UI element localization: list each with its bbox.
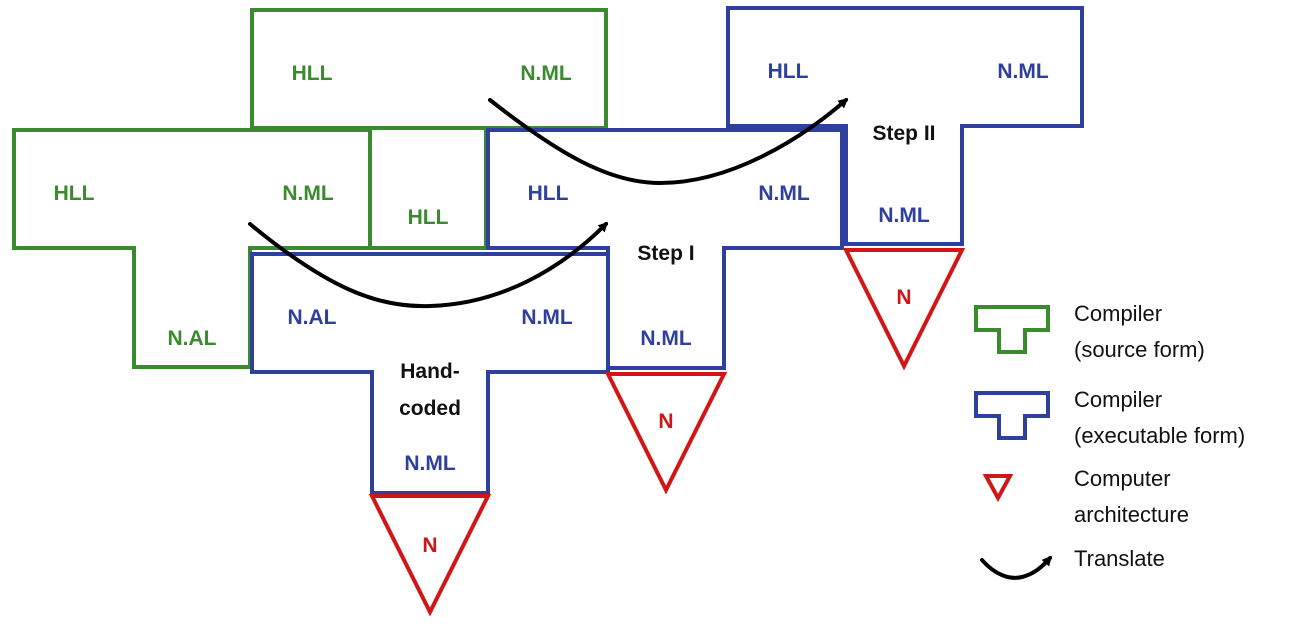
step1-machine-label: N: [658, 410, 673, 433]
handcoded-machine-triangle: [368, 494, 492, 617]
step1-compiler-outline: [486, 128, 844, 370]
step1-hll-label: HLL: [528, 182, 569, 205]
translate-arrow-step2: [488, 98, 849, 186]
step2-caption: Step II: [872, 122, 935, 145]
legend-computer-line2: architecture: [1074, 502, 1189, 527]
source-left-nml-label: N.ML: [282, 182, 333, 205]
handcoded-nml-label: N.ML: [521, 306, 572, 329]
handcoded-compiler: N.AL N.ML N.ML Hand- coded: [250, 252, 610, 495]
handcoded-nal-label: N.AL: [288, 306, 337, 329]
legend: Compiler (source form) Compiler (executa…: [974, 301, 1245, 580]
step2-hll-label: HLL: [768, 60, 809, 83]
legend-source-compiler-line1: Compiler: [1074, 301, 1162, 326]
legend-source-compiler-icon: [974, 305, 1050, 354]
step1-compiler: HLL N.ML N.ML Step I: [486, 128, 844, 370]
handcoded-caption-line1: Hand-: [400, 360, 460, 383]
source-left-hll-label: HLL: [54, 182, 95, 205]
source-compiler-top: HLL N.ML: [250, 8, 608, 130]
source-top-left-label: HLL: [292, 62, 333, 85]
step2-machine-label: N: [896, 286, 911, 309]
source-compiler-middle: HLL: [368, 128, 488, 250]
step2-machine-triangle: [842, 248, 966, 371]
source-compiler-left: HLL N.ML N.AL: [12, 128, 372, 369]
legend-exec-compiler-icon: [974, 391, 1050, 440]
step2-machine: N: [842, 248, 966, 371]
step1-nml-label: N.ML: [758, 182, 809, 205]
source-middle-hll-label: HLL: [408, 206, 449, 229]
legend-computer-icon: [982, 474, 1014, 503]
legend-exec-compiler-line2: (executable form): [1074, 423, 1245, 448]
source-left-nal-label: N.AL: [168, 327, 217, 350]
source-compiler-middle-outline: [368, 128, 488, 250]
step2-compiler: HLL N.ML N.ML Step II: [726, 6, 1084, 246]
legend-computer-line1: Computer: [1074, 466, 1171, 491]
legend-translate-label: Translate: [1074, 546, 1165, 571]
step1-caption: Step I: [637, 242, 694, 265]
handcoded-machine-label: N: [422, 534, 437, 557]
translate-arrow-step1: [248, 221, 609, 309]
handcoded-bottom-nml-label: N.ML: [404, 452, 455, 475]
step1-bottom-nml-label: N.ML: [640, 327, 691, 350]
step2-compiler-outline: [726, 6, 1084, 246]
step2-bottom-nml-label: N.ML: [878, 204, 929, 227]
handcoded-machine: N: [368, 494, 492, 617]
legend-exec-compiler-line1: Compiler: [1074, 387, 1162, 412]
step1-machine-triangle: [604, 372, 728, 495]
handcoded-caption-line2: coded: [399, 397, 461, 420]
legend-source-compiler-line2: (source form): [1074, 337, 1205, 362]
source-top-right-label: N.ML: [520, 62, 571, 85]
step1-machine: N: [604, 372, 728, 495]
step2-nml-label: N.ML: [997, 60, 1048, 83]
legend-translate-icon: [980, 555, 1052, 580]
